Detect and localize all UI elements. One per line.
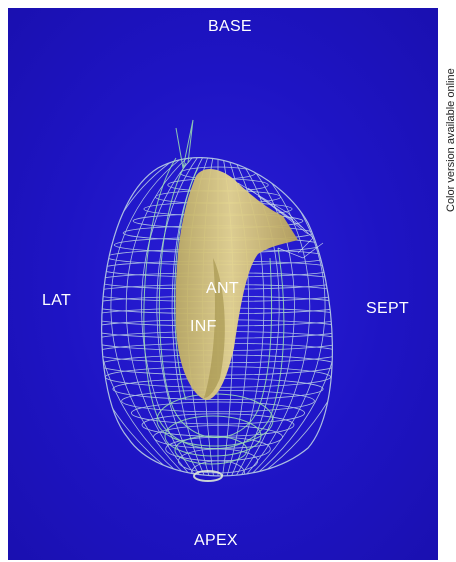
label-inf: INF <box>190 318 217 336</box>
label-ant: ANT <box>206 280 239 298</box>
heart-model-panel: BASE LAT SEPT ANT INF APEX <box>8 8 438 560</box>
label-lat: LAT <box>42 292 71 310</box>
label-sept: SEPT <box>366 300 409 318</box>
label-apex: APEX <box>194 532 238 550</box>
color-version-note: Color version available online <box>445 68 456 212</box>
label-base: BASE <box>208 18 252 36</box>
